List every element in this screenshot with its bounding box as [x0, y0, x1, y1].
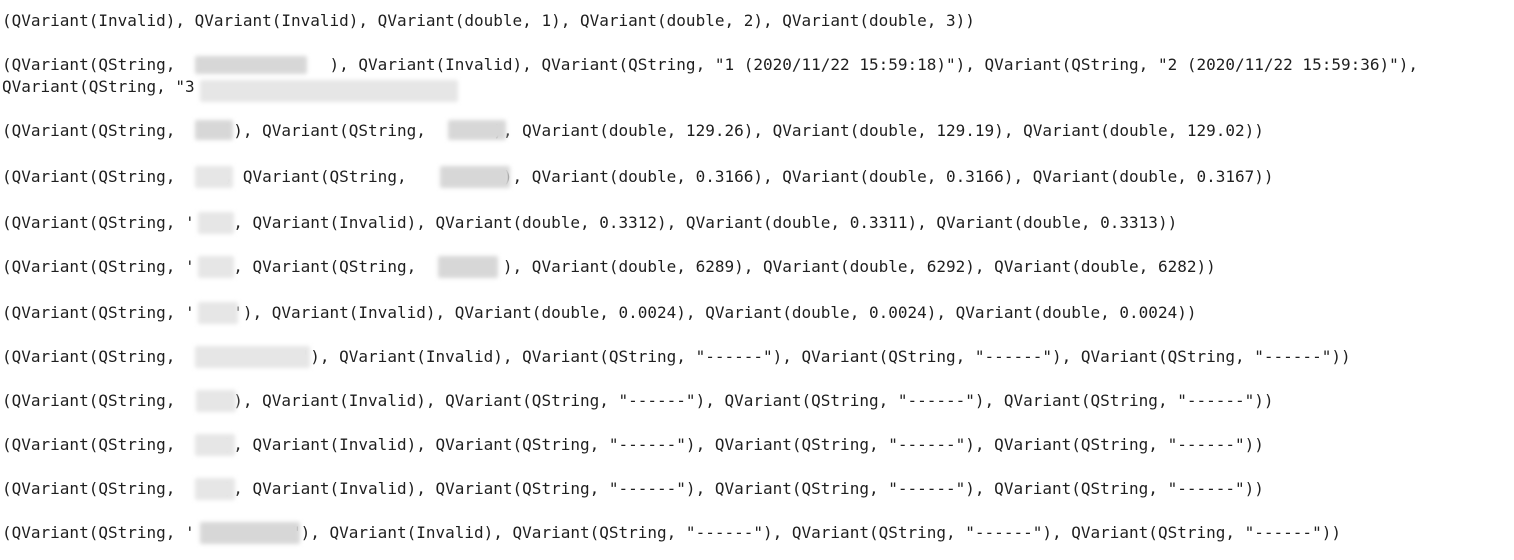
output-line: (QVariant(QString, , QVariant(QString, )… — [2, 167, 1274, 186]
redacted-text — [196, 390, 236, 412]
redacted-text — [448, 120, 506, 140]
redacted-text — [195, 346, 310, 368]
redacted-text — [195, 120, 233, 140]
redacted-text — [195, 478, 235, 500]
output-line: (QVariant(QString, ), QVariant(QString, … — [2, 121, 1264, 140]
redacted-text — [440, 166, 510, 188]
output-line: (QVariant(QString, ' '), QVariant(Invali… — [2, 303, 1197, 322]
redacted-text — [438, 256, 498, 278]
output-line: (QVariant(QString, '), QVariant(Invalid)… — [2, 347, 1351, 366]
output-line: (QVariant(QString, ' , QVariant(Invalid)… — [2, 213, 1178, 232]
output-line: (QVariant(QString, ), QVariant(Invalid),… — [2, 55, 1419, 74]
redacted-text — [198, 302, 238, 324]
redacted-text — [195, 166, 233, 188]
redacted-text — [200, 522, 300, 544]
redacted-text — [200, 80, 458, 102]
output-line: (QVariant(QString, ' , QVariant(QString,… — [2, 257, 1216, 276]
redacted-text — [195, 56, 307, 74]
output-line: (QVariant(QString, "), QVariant(Invalid)… — [2, 391, 1274, 410]
output-line: (QVariant(Invalid), QVariant(Invalid), Q… — [2, 11, 975, 30]
output-line: (QVariant(QString, ' "), QVariant(Invali… — [2, 523, 1341, 542]
redacted-text — [198, 256, 234, 278]
redacted-text — [198, 212, 234, 234]
redacted-text — [195, 434, 235, 456]
output-line: (QVariant(QString, ), QVariant(Invalid),… — [2, 479, 1264, 498]
output-line: QVariant(QString, "3 — [2, 77, 195, 96]
output-line: (QVariant(QString, ), QVariant(Invalid),… — [2, 435, 1264, 454]
